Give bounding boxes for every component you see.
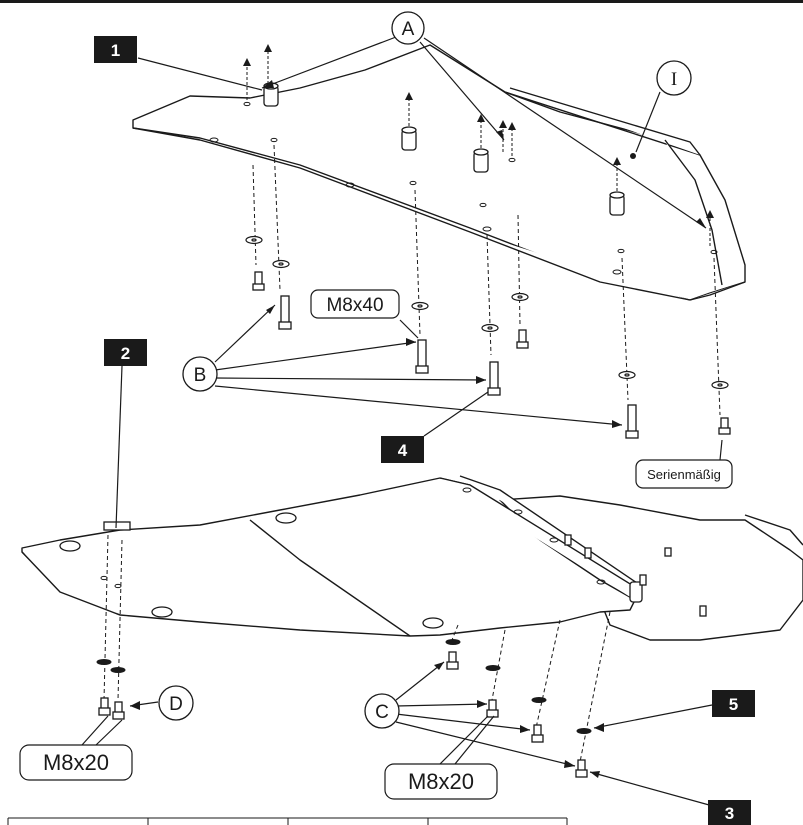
- m8x40-label: M8x40: [326, 295, 383, 316]
- callout-b: B: [182, 356, 218, 392]
- step-1-label: 1: [111, 41, 120, 60]
- leader-arrowheads: [130, 80, 706, 778]
- upper-plate-holes: [209, 101, 718, 275]
- arrow-heads: [243, 44, 714, 218]
- callout-i-label: I: [671, 69, 677, 90]
- step-1-box: 1: [94, 36, 137, 63]
- bolt-long: [625, 404, 639, 439]
- callout-c-label: C: [375, 702, 389, 723]
- callout-a-label: A: [402, 19, 415, 40]
- bolt-short: [252, 271, 265, 291]
- callout-i: I: [656, 60, 692, 96]
- spacer-sleeves: [263, 82, 625, 216]
- leader-lines: [81, 36, 723, 809]
- step-2-box: 2: [104, 339, 147, 366]
- bolt-long: [278, 295, 292, 330]
- m8x20-right-label: M8x20: [408, 769, 474, 794]
- removal-arrows: [246, 52, 711, 246]
- step-5-label: 5: [729, 695, 738, 714]
- washers-upper: [245, 235, 729, 390]
- bolt-short: [516, 329, 529, 349]
- bolt-long: [415, 339, 429, 374]
- callout-b-label: B: [194, 365, 207, 386]
- serienmaessig-label: Serienmäßig: [647, 467, 721, 482]
- bolt-size-m8x20-left: M8x20: [19, 744, 133, 781]
- callout-d: D: [158, 685, 194, 721]
- bracket: [103, 521, 131, 531]
- m8x20-left-label: M8x20: [43, 750, 109, 775]
- callout-c: C: [364, 693, 400, 729]
- bolt-size-m8x20-right: M8x20: [384, 763, 498, 800]
- fastener-axis-lines-lower: [103, 534, 611, 763]
- bolts-upper: [252, 271, 731, 439]
- step-3-box: 3: [708, 800, 751, 825]
- rubber-mounts: [59, 512, 707, 629]
- step-5-box: 5: [712, 690, 755, 717]
- bolt-long: [487, 361, 501, 396]
- step-2-label: 2: [121, 344, 130, 363]
- lower-skid-plate: [21, 475, 803, 641]
- bolt-short: [718, 417, 731, 435]
- bolts-lower: [98, 651, 588, 778]
- callout-a: A: [391, 11, 425, 45]
- serienmaessig-note: Serienmäßig: [635, 459, 733, 489]
- step-4-box: 4: [381, 436, 424, 463]
- parts-table-header: [7, 817, 568, 825]
- callout-d-label: D: [169, 694, 183, 715]
- upper-skid-plate: [132, 44, 746, 301]
- part-i-marker-dot: [630, 153, 636, 159]
- washers-lower: [96, 639, 592, 734]
- step-4-label: 4: [398, 441, 408, 460]
- bolt-size-m8x40: M8x40: [310, 289, 400, 319]
- step-3-label: 3: [725, 804, 734, 823]
